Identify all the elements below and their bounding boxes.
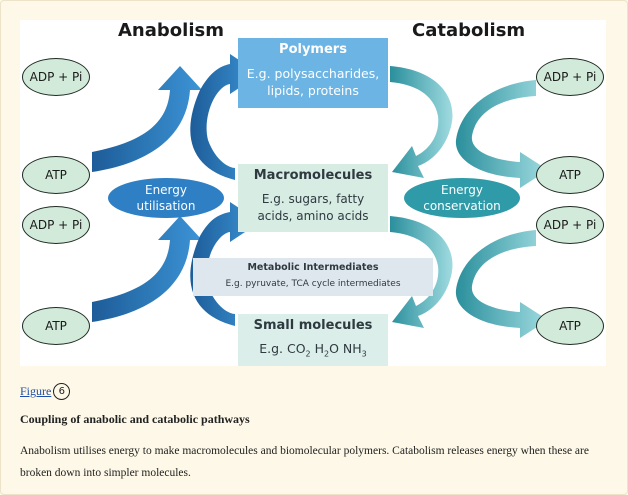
arrows-layer: [92, 38, 548, 366]
atp-oval-right-upper: ATP: [536, 156, 604, 194]
small-molecules-box: [238, 314, 388, 366]
catabolism-title: Catabolism: [412, 20, 526, 41]
energy-utilisation-oval: Energy utilisation: [108, 178, 224, 218]
adp-pi-oval-left-lower: ADP + Pi: [22, 206, 90, 244]
catabolic-arrow-polymers-to-macro: [390, 66, 453, 178]
small-molecules-body: E.g. CO2 H2O NH3: [259, 341, 367, 359]
small-molecules-heading: Small molecules: [253, 318, 373, 333]
figure-link[interactable]: Figure: [20, 384, 52, 398]
caption-title: Coupling of anabolic and catabolic pathw…: [20, 412, 250, 426]
intermediates-body: E.g. pyruvate, TCA cycle intermediates: [225, 279, 401, 289]
intermediates-heading: Metabolic Intermediates: [247, 262, 379, 273]
caption-text-line1: Anabolism utilises energy to make macrom…: [20, 445, 589, 457]
macromolecules-box: [238, 164, 388, 232]
intermediates-box: [193, 258, 433, 296]
catabolic-arrow-adp-to-atp-upper: [455, 80, 548, 188]
anabolic-arrow-atp-to-adp-upper: [92, 66, 202, 172]
adp-pi-oval-left-upper: ADP + Pi: [22, 58, 90, 96]
caption-text-line2: broken down into simpler molecules.: [20, 467, 191, 479]
adp-pi-oval-right-upper: ADP + Pi: [536, 58, 604, 96]
anabolic-arrow-atp-to-adp-lower: [92, 216, 202, 322]
small-molecules-text: Small molecules E.g. CO2 H2O NH3: [238, 318, 388, 363]
caption-text: Anabolism utilises energy to make macrom…: [20, 440, 610, 484]
catabolic-arrow-macro-to-small: [390, 216, 453, 328]
anabolism-title: Anabolism: [118, 20, 224, 41]
atp-oval-left-upper: ATP: [22, 156, 90, 194]
polymers-text: Polymers E.g. polysaccharides, lipids, p…: [238, 42, 388, 99]
catabolic-arrow-adp-to-atp-lower: [455, 230, 548, 338]
intermediates-text: Metabolic Intermediates E.g. pyruvate, T…: [193, 262, 433, 289]
polymers-box: [238, 38, 388, 108]
adp-pi-oval-right-lower: ADP + Pi: [536, 206, 604, 244]
energy-conservation-oval: Energy conservation: [404, 178, 520, 218]
macromolecules-text: Macromolecules E.g. sugars, fatty acids,…: [238, 168, 388, 225]
metabolism-diagram: Anabolism Catabolism Polymers E.g. polys…: [20, 20, 606, 366]
macromolecules-line1: E.g. sugars, fatty: [261, 192, 365, 206]
polymers-heading: Polymers: [279, 42, 347, 57]
atp-oval-left-lower: ATP: [22, 307, 90, 345]
polymers-line2: lipids, proteins: [267, 83, 359, 98]
atp-oval-right-lower: ATP: [536, 307, 604, 345]
macromolecules-heading: Macromolecules: [253, 168, 373, 183]
macromolecules-line2: acids, amino acids: [257, 209, 369, 223]
polymers-line1: E.g. polysaccharides,: [246, 66, 380, 81]
figure-number-badge: 6: [53, 382, 71, 400]
